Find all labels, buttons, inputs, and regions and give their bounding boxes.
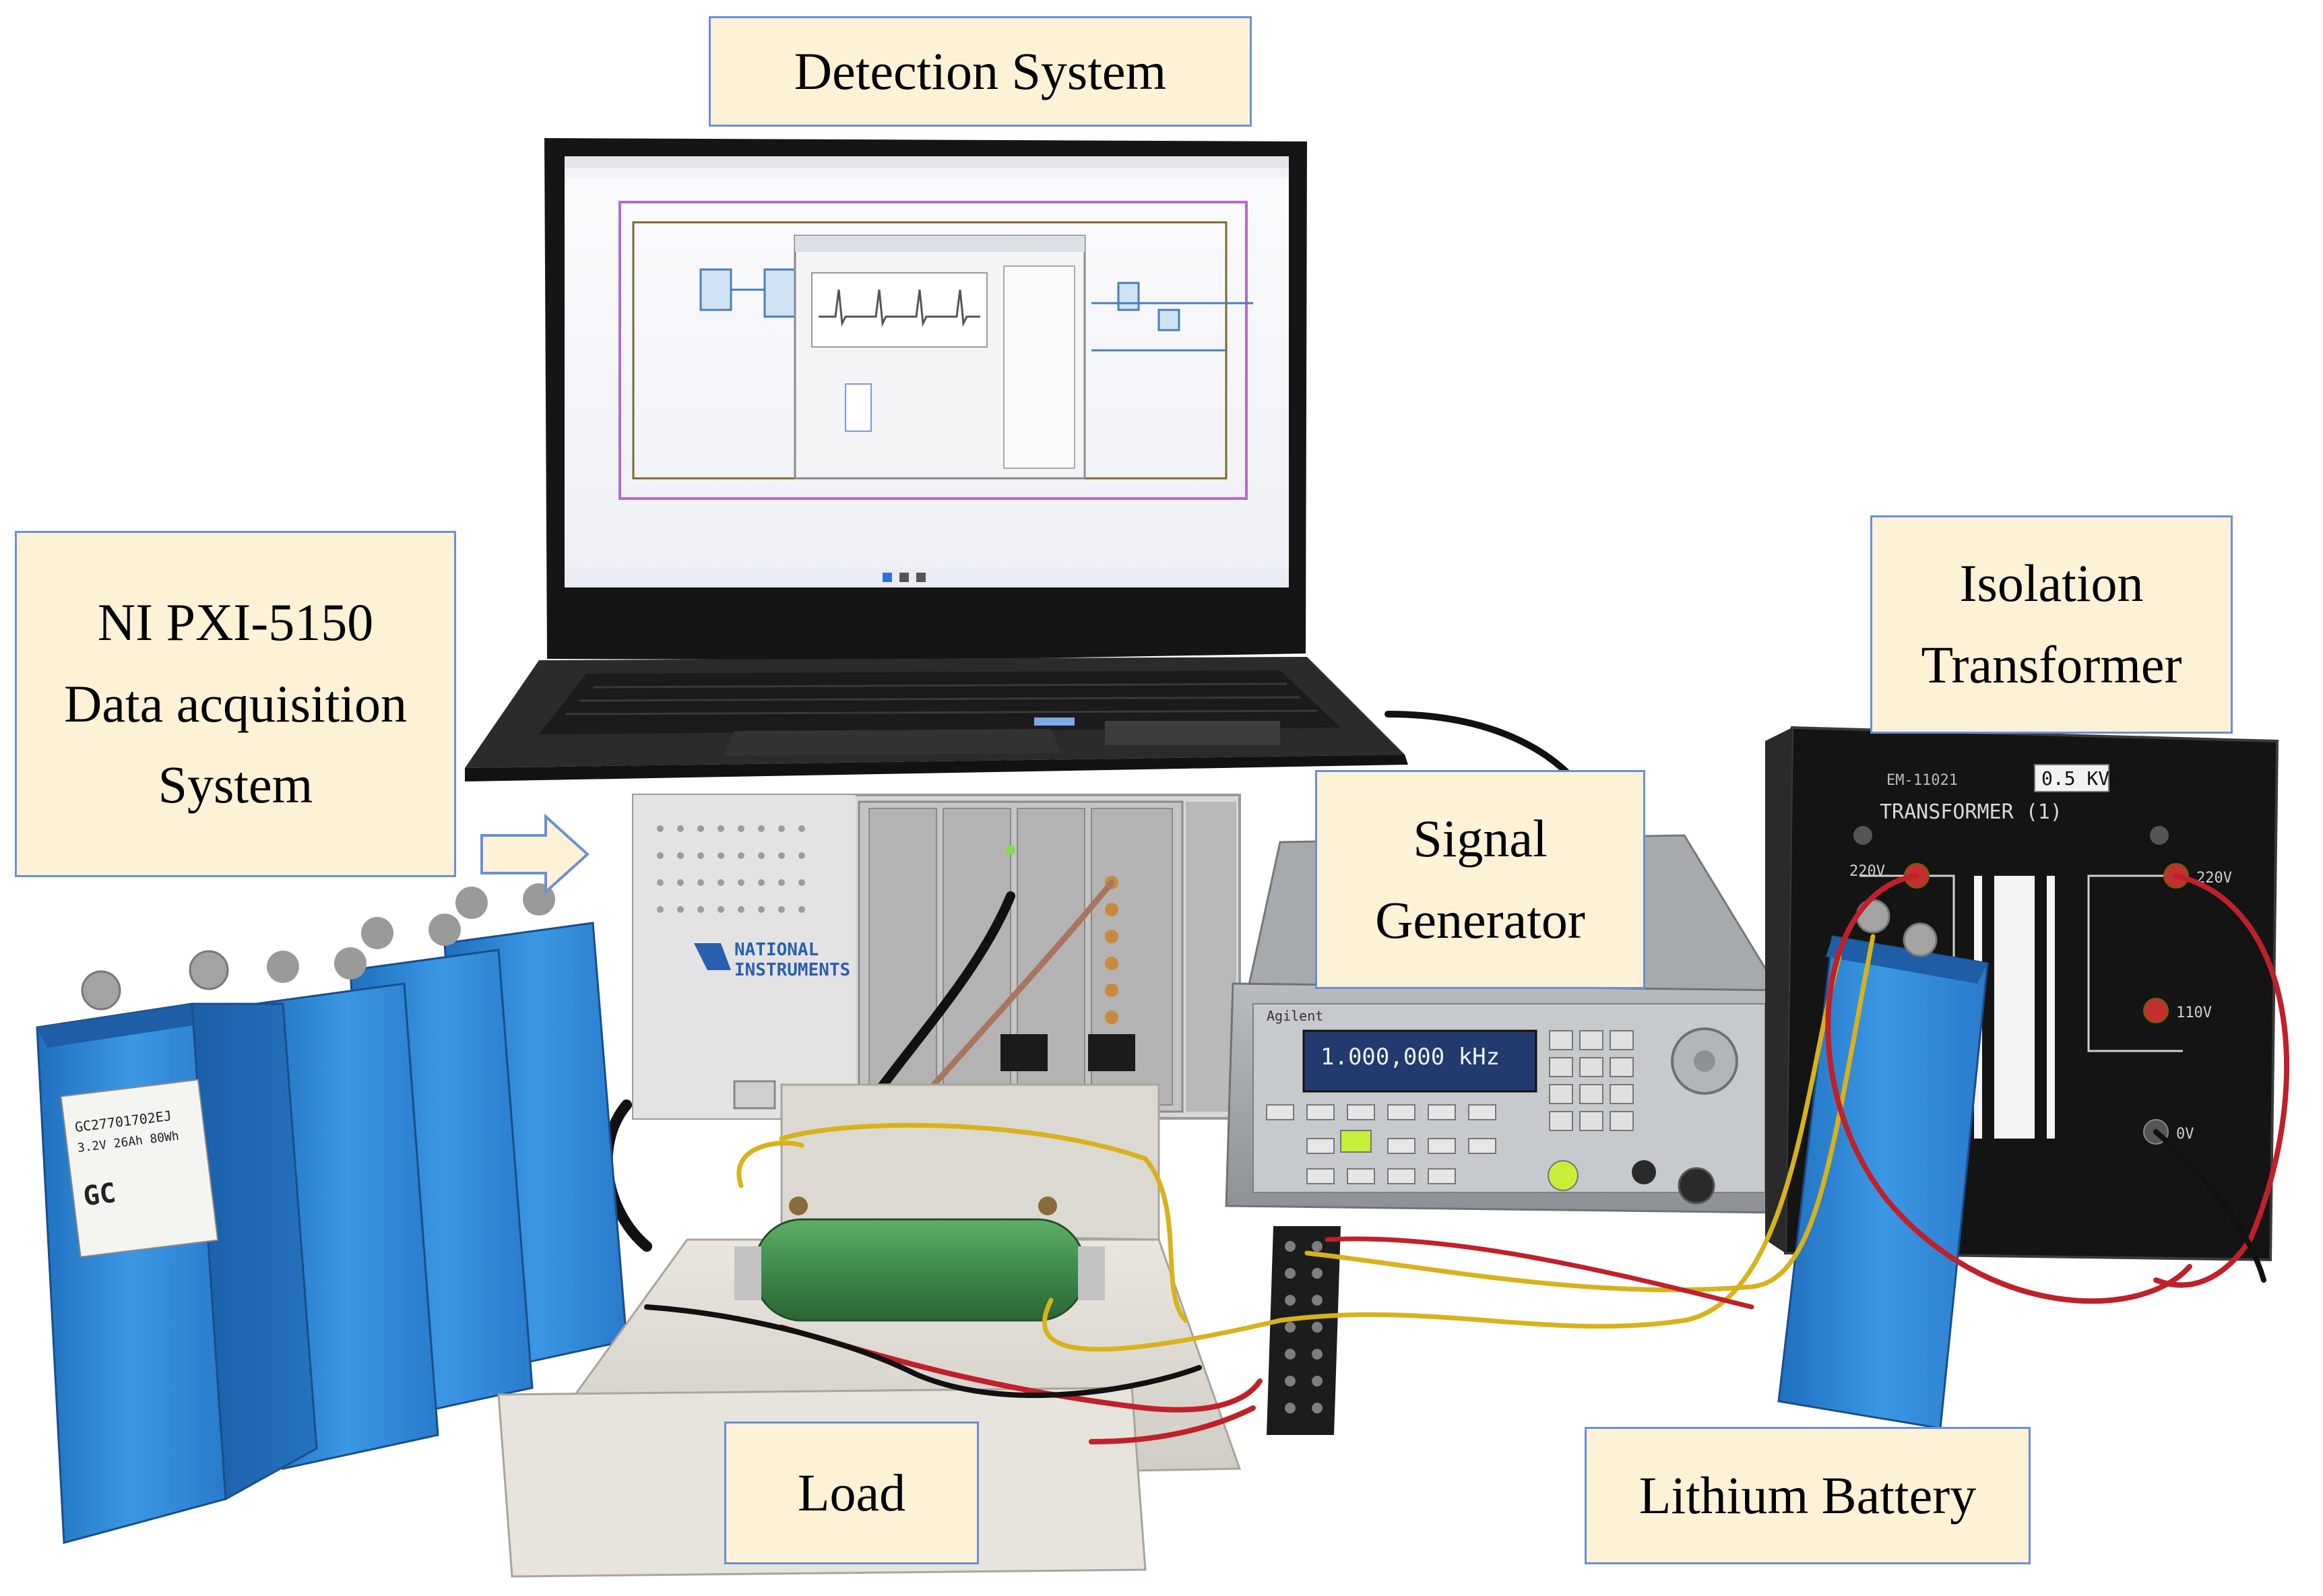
label-daq-line2: Data acquisition — [63, 674, 408, 733]
transformer-tap-1: 220V — [1849, 863, 1885, 880]
transformer-tap-4: 0V — [2176, 1126, 2194, 1143]
generator-display: 1.000,000 kHz — [1320, 1044, 1500, 1071]
label-signal-generator: Signal Generator — [1315, 770, 1645, 989]
ni-logo-line1: NATIONAL — [734, 940, 819, 960]
label-isolation-transformer: Isolation Transformer — [1870, 515, 2233, 734]
transformer-rating: 0.5 KVA — [2041, 767, 2121, 790]
transformer-title: TRANSFORMER (1) — [1880, 800, 2062, 824]
arrow-icon — [480, 813, 590, 895]
ni-logo-icon — [694, 943, 731, 970]
terminal-block — [1267, 1226, 1341, 1435]
label-signal-line2: Generator — [1375, 890, 1585, 949]
label-isolation-line2: Transformer — [1921, 635, 2182, 694]
wires — [644, 873, 2290, 1444]
label-load-text: Load — [797, 1463, 906, 1522]
label-lithium-text: Lithium Battery — [1638, 1465, 1977, 1525]
label-lithium-battery: Lithium Battery — [1585, 1427, 2031, 1564]
transformer-id: EM-11021 — [1886, 772, 1958, 789]
label-detection-text: Detection System — [794, 41, 1167, 100]
label-signal-line1: Signal — [1413, 808, 1548, 868]
label-daq-system: NI PXI-5150 Data acquisition System — [15, 531, 456, 877]
laptop — [465, 138, 1408, 781]
ni-logo-line2: INSTRUMENTS — [734, 960, 850, 980]
battery-sticker-line3: GC — [82, 1178, 117, 1213]
label-load: Load — [724, 1422, 979, 1564]
label-isolation-line1: Isolation — [1959, 554, 2144, 613]
label-detection-system: Detection System — [709, 16, 1252, 127]
generator-brand: Agilent — [1267, 1008, 1323, 1024]
pxi-chassis: NATIONAL INSTRUMENTS — [632, 794, 1241, 1120]
battery-pack-left: GC27701702EJ 3.2V 26Ah 80Wh GC — [36, 883, 628, 1544]
transformer-tap-3: 110V — [2176, 1004, 2212, 1021]
label-daq-line1: NI PXI-5150 — [97, 592, 374, 651]
label-daq-line3: System — [158, 755, 313, 815]
